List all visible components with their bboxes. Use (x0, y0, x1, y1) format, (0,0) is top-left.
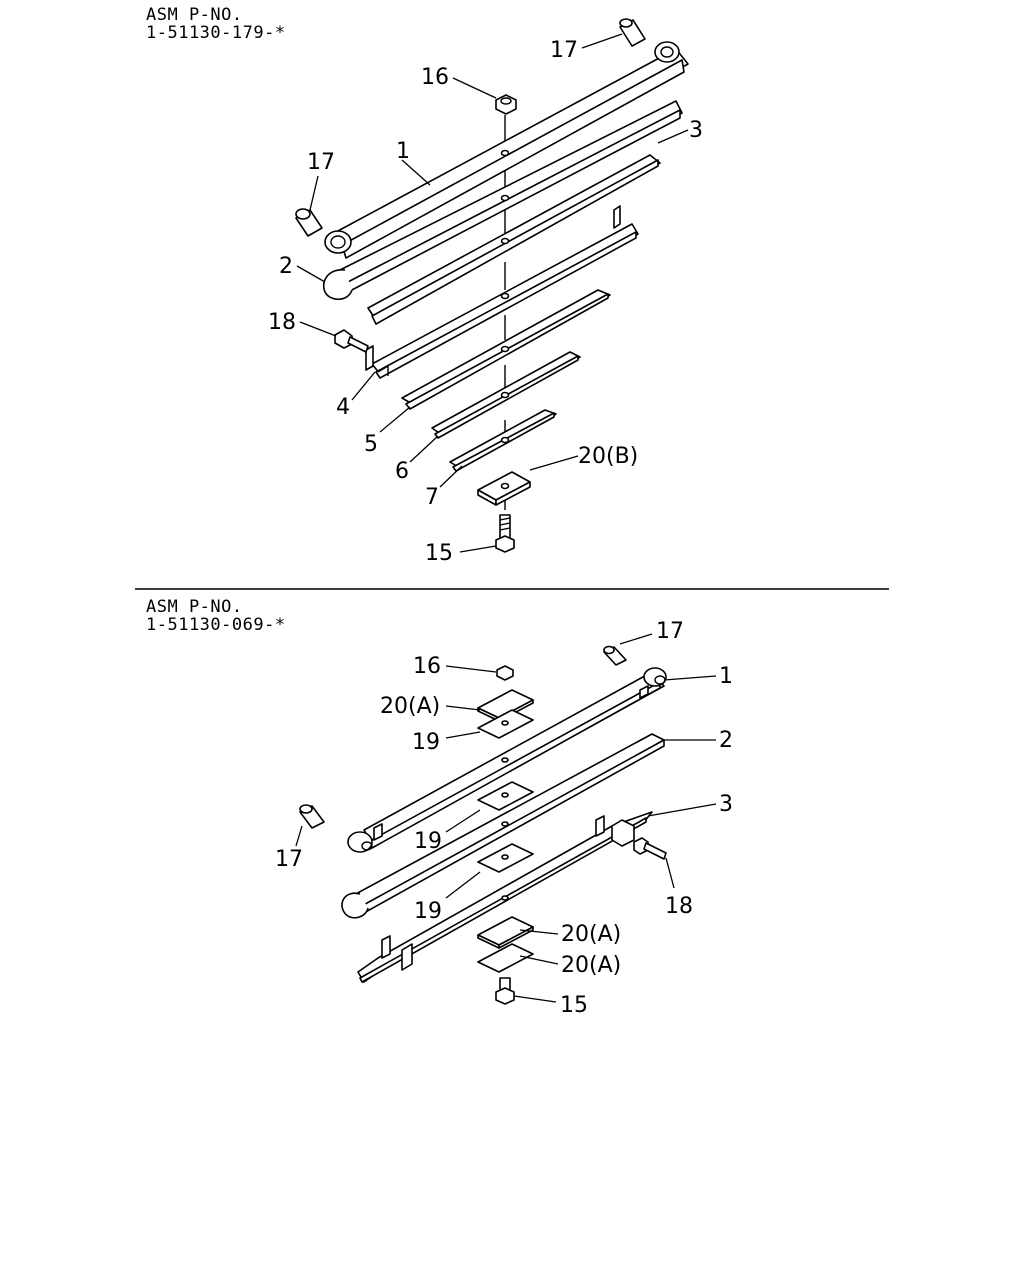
assembly-1-label: ASM P-NO. (146, 5, 243, 25)
bushing-part-17-a2 (603, 645, 627, 666)
callout-3: 3 (689, 118, 703, 143)
callout-7: 7 (425, 485, 439, 510)
callout-16-b: 16 (413, 654, 441, 679)
callout-1-b: 1 (719, 664, 733, 689)
callout-17-top-b: 17 (656, 619, 684, 644)
leaf-spring-part-1 (324, 41, 689, 259)
assembly-2-label: ASM P-NO. (146, 597, 243, 617)
callout-15-b: 15 (560, 993, 588, 1018)
bushing-part-17-b2 (299, 804, 325, 829)
leaf-spring-part-2 (323, 100, 683, 301)
assembly-1-header: ASM P-NO. 1-51130-179-* (146, 6, 286, 42)
spacer-part-20b (477, 471, 531, 506)
leaf-spring-part-3 (367, 154, 661, 325)
clip-bolt-part-18-b (633, 837, 667, 860)
shim-part-19-mid (477, 781, 534, 811)
leaf-spring-part-1-b (347, 667, 667, 853)
bushing-part-17-b (295, 208, 323, 237)
bushing-part-17-a (619, 18, 646, 47)
callout-15: 15 (425, 541, 453, 566)
callout-2-b: 2 (719, 728, 733, 753)
spacer-part-20a-low-2 (477, 943, 534, 973)
assembly-2-drawing: 17 16 1 20(A) 19 2 3 19 17 18 19 20(A) 2… (275, 619, 733, 1018)
callout-4: 4 (336, 395, 350, 420)
shim-part-19-low (477, 843, 534, 873)
callout-16: 16 (421, 65, 449, 90)
assembly-2-part-number: 1-51130-069-* (146, 615, 286, 635)
callout-5: 5 (364, 432, 378, 457)
callout-19-mid: 19 (414, 829, 442, 854)
callout-17-left: 17 (307, 150, 335, 175)
callout-19-low: 19 (414, 899, 442, 924)
callout-3-b: 3 (719, 792, 733, 817)
leaf-spring-part-4 (365, 205, 639, 379)
callout-19-top: 19 (412, 730, 440, 755)
leaf-spring-part-7 (449, 409, 557, 472)
callout-17-left-b: 17 (275, 847, 303, 872)
center-bolt-part-15-b (495, 977, 515, 1005)
assembly-1-drawing: 17 16 1 3 17 2 18 4 5 6 7 20(B) 15 (268, 18, 703, 566)
leaf-spring-part-3-b (357, 811, 653, 983)
callout-1: 1 (396, 139, 410, 164)
nut-part-16 (495, 94, 517, 115)
assembly-2-header: ASM P-NO. 1-51130-069-* (146, 598, 286, 634)
nut-part-16-b (496, 665, 514, 681)
spacer-part-20a-low-1 (477, 916, 534, 949)
callout-18-b: 18 (665, 894, 693, 919)
assembly-1-part-number: 1-51130-179-* (146, 23, 286, 43)
callout-2: 2 (279, 254, 293, 279)
callout-20a-low-2: 20(A) (561, 953, 621, 978)
callout-20a-top: 20(A) (380, 694, 440, 719)
center-bolt-part-15 (495, 514, 515, 553)
callout-20a-low-1: 20(A) (561, 922, 621, 947)
leaf-spring-part-6 (431, 351, 581, 439)
clip-bolt-part-18 (334, 329, 369, 353)
callout-18: 18 (268, 310, 296, 335)
callout-20b: 20(B) (578, 444, 638, 469)
shim-part-19-top (477, 709, 534, 739)
callout-6: 6 (395, 459, 409, 484)
callout-17-top: 17 (550, 38, 578, 63)
